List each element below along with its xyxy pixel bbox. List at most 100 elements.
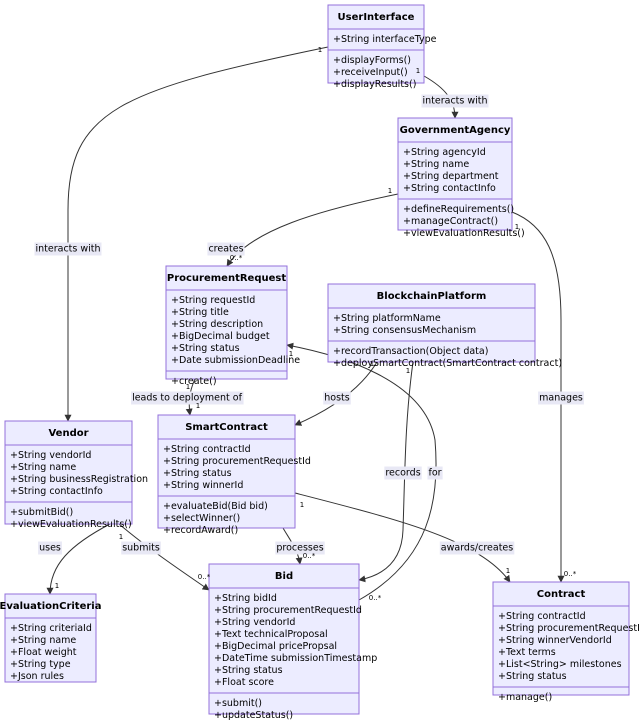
- class-attribute: +Text technicalProposal: [214, 629, 328, 640]
- relation-ga-pr: [226, 193, 399, 267]
- class-attribute: +String name: [10, 635, 76, 646]
- relation-label: processes: [275, 541, 325, 555]
- class-attribute: +String contractId: [498, 611, 586, 622]
- class-bp: BlockchainPlatform+String platformName+S…: [327, 283, 562, 369]
- class-box: [327, 4, 425, 84]
- multiplicity-from: 1: [318, 46, 322, 54]
- class-method: +selectWinner(): [163, 513, 240, 524]
- class-attribute: +String contactInfo: [10, 486, 103, 497]
- relation-label-bg: [421, 94, 489, 108]
- multiplicity-from: 1: [388, 187, 392, 195]
- class-box: [492, 581, 630, 696]
- class-method: +updateStatus(): [214, 710, 293, 721]
- multiplicity-to: 1: [196, 402, 200, 410]
- class-attribute: +String procurementRequestId: [498, 623, 640, 634]
- class-name: Vendor: [48, 428, 88, 439]
- class-attribute: +String interfaceType: [333, 34, 437, 45]
- class-attribute: +BigDecimal budget: [171, 331, 270, 342]
- class-attribute: +String platformName: [333, 313, 441, 324]
- relation-label: interacts with: [421, 94, 489, 108]
- class-attribute: +String status: [498, 671, 567, 682]
- class-attribute: +String criteriaId: [10, 623, 92, 634]
- class-attribute: +String agencyId: [403, 147, 486, 158]
- class-attribute: +String contractId: [163, 444, 251, 455]
- class-method: +submitBid(): [10, 507, 73, 518]
- multiplicity-from: 1: [515, 223, 519, 231]
- class-attribute: +String title: [171, 307, 229, 318]
- relation-label: records: [384, 466, 422, 480]
- multiplicity-to: 0..*: [230, 254, 243, 262]
- class-attribute: +String description: [171, 319, 263, 330]
- relation-label: uses: [38, 541, 62, 555]
- class-attribute: +DateTime submissionTimestamp: [214, 653, 377, 664]
- multiplicity-to: 0..*: [303, 552, 316, 560]
- relation-label-text: leads to deployment of: [132, 393, 243, 404]
- class-attribute: +Date submissionDeadline: [171, 355, 300, 366]
- class-attribute: +Float score: [214, 677, 274, 688]
- relation-label-text: hosts: [324, 393, 350, 404]
- class-attribute: +String procurementRequestId: [163, 456, 311, 467]
- class-box: [397, 117, 513, 231]
- multiplicity-from: 1: [416, 67, 420, 75]
- class-ui: UserInterface+String interfaceType+displ…: [327, 4, 437, 90]
- multiplicity-from: 1: [370, 360, 374, 368]
- multiplicity-to: 0..*: [564, 570, 577, 578]
- class-name: Bid: [275, 571, 293, 582]
- multiplicity-to: 0..*: [198, 573, 211, 581]
- class-attribute: +String procurementRequestId: [214, 605, 362, 616]
- multiplicity-from: 1: [300, 501, 304, 509]
- multiplicity-to: 1: [506, 567, 510, 575]
- class-name: UserInterface: [338, 12, 415, 23]
- multiplicity-from: 1: [119, 533, 123, 541]
- relation-label-text: uses: [39, 543, 61, 554]
- multiplicity-from: 1: [406, 367, 410, 375]
- class-ga: GovernmentAgency+String agencyId+String …: [397, 117, 525, 239]
- multiplicity-to: 1: [55, 582, 59, 590]
- relation-label: interacts with: [34, 242, 102, 256]
- class-attribute: +BigDecimal pricePropsal: [214, 641, 337, 652]
- class-attribute: +String winnerVendorId: [498, 635, 612, 646]
- class-box: [157, 414, 296, 529]
- class-sc: SmartContract+String contractId+String p…: [157, 414, 311, 536]
- class-method: +manageContract(): [403, 216, 498, 227]
- relation-sc-contract: [294, 492, 511, 583]
- relation-label-bg: [427, 466, 443, 480]
- class-attribute: +String contactInfo: [403, 183, 496, 194]
- class-attribute: +Text terms: [498, 647, 556, 658]
- class-attribute: +String department: [403, 171, 499, 182]
- class-ec: EvaluationCriteria+String criteriaId+Str…: [0, 593, 101, 683]
- relation-label-bg: [131, 391, 244, 405]
- class-attribute: +Float weight: [10, 647, 77, 658]
- class-method: +manage(): [498, 692, 552, 703]
- class-method: +submit(): [214, 698, 262, 709]
- relation-label: hosts: [323, 391, 351, 405]
- class-attribute: +String status: [171, 343, 240, 354]
- relation-vendor-bid: [118, 523, 210, 591]
- class-method: +create(): [171, 376, 217, 387]
- class-contract: Contract +String contractId+String procur…: [492, 581, 640, 703]
- relation-label: creates: [207, 242, 245, 256]
- class-attribute: +String businessRegistration: [10, 474, 148, 485]
- relation-label-bg: [121, 541, 161, 555]
- class-bid: Bid+String bidId+String procurementReque…: [208, 563, 377, 721]
- relation-label-text: records: [385, 468, 420, 479]
- relation-label: manages: [538, 391, 584, 405]
- class-method: +viewEvaluationResults(): [10, 519, 132, 530]
- class-method: +deploySmartContract(SmartContract contr…: [333, 358, 562, 369]
- class-box: [327, 283, 536, 363]
- relation-ga-contract: [511, 211, 565, 583]
- relation-label-bg: [38, 541, 62, 555]
- class-attribute: +String vendorId: [214, 617, 295, 628]
- class-attribute: +String name: [403, 159, 469, 170]
- multiplicity-to: 1: [289, 350, 293, 358]
- class-box: [4, 420, 133, 525]
- multiplicity-from: 0..*: [369, 594, 382, 602]
- class-box: [4, 593, 97, 683]
- relation-label: leads to deployment of: [131, 391, 244, 405]
- class-name: Contract: [537, 589, 586, 600]
- relation-vendor-ec: [46, 523, 111, 595]
- relation-label-text: interacts with: [422, 96, 487, 107]
- relation-label-bg: [384, 466, 422, 480]
- class-method: +recordTransaction(Object data): [333, 346, 488, 357]
- relation-label-text: awards/creates: [441, 543, 513, 554]
